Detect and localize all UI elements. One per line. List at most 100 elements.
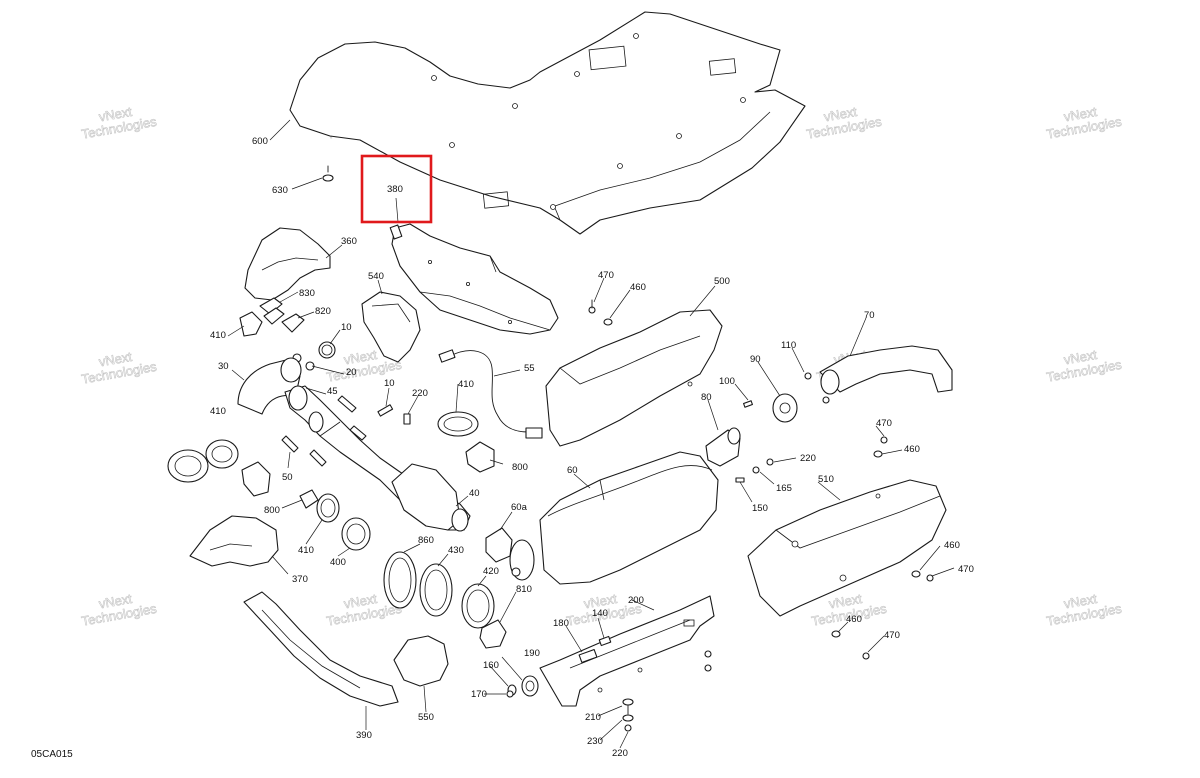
callout-60[interactable]: 60: [567, 465, 578, 476]
part-380-pipe-heat-shield[interactable]: [389, 223, 559, 335]
part-70-tailpipe[interactable]: [819, 345, 953, 395]
callout-470-b[interactable]: 470: [876, 418, 892, 429]
callout-55[interactable]: 55: [524, 363, 535, 374]
callout-70[interactable]: 70: [864, 310, 875, 321]
callout-190[interactable]: 190: [524, 648, 540, 659]
part-40-manifold[interactable]: [284, 385, 471, 532]
part-100-bolt[interactable]: [743, 400, 753, 408]
part-30-elbow-pipe[interactable]: [237, 357, 302, 415]
callout-550[interactable]: 550: [418, 712, 434, 723]
part-220-bolt[interactable]: [403, 413, 411, 425]
callout-370[interactable]: 370: [292, 574, 308, 585]
part-540-shield[interactable]: [361, 291, 421, 363]
callout-30[interactable]: 30: [218, 361, 229, 372]
part-410-band-clamp[interactable]: [167, 439, 239, 483]
callout-420[interactable]: 420: [483, 566, 499, 577]
part-150-bolt[interactable]: [735, 477, 745, 483]
part-860-ring[interactable]: [383, 551, 417, 609]
callout-540[interactable]: 540: [368, 271, 384, 282]
callout-600[interactable]: 600: [252, 136, 268, 147]
part-110-nut[interactable]: [804, 372, 830, 404]
callout-220-c[interactable]: 220: [612, 748, 628, 759]
part-170-nut[interactable]: [506, 690, 514, 698]
part-220-nut-bottom[interactable]: [624, 724, 632, 732]
callout-820[interactable]: 820: [315, 306, 331, 317]
callout-50[interactable]: 50: [282, 472, 293, 483]
callout-110[interactable]: 110: [781, 340, 796, 351]
callout-45[interactable]: 45: [327, 386, 338, 397]
callout-20[interactable]: 20: [346, 367, 357, 378]
callout-100[interactable]: 100: [719, 376, 735, 387]
callout-460-d[interactable]: 460: [846, 614, 862, 625]
callout-410-b[interactable]: 410: [458, 379, 474, 390]
callout-210[interactable]: 210: [585, 712, 601, 723]
callout-830[interactable]: 830: [299, 288, 315, 299]
callout-430[interactable]: 430: [448, 545, 464, 556]
part-45-spring[interactable]: [337, 395, 367, 441]
part-460-washer[interactable]: [603, 318, 613, 326]
callout-80[interactable]: 80: [701, 392, 712, 403]
callout-800-b[interactable]: 800: [264, 505, 280, 516]
callout-800-a[interactable]: 800: [512, 462, 528, 473]
part-600-heat-shield-panel[interactable]: [289, 11, 806, 235]
callout-630[interactable]: 630: [272, 185, 288, 196]
callout-60a[interactable]: 60a: [511, 502, 528, 513]
callout-470-c[interactable]: 470: [958, 564, 974, 575]
callout-180[interactable]: 180: [553, 618, 569, 629]
part-10-gasket-2[interactable]: [377, 404, 394, 417]
part-220-clamp[interactable]: [437, 411, 479, 437]
part-830-clip[interactable]: [259, 297, 285, 325]
part-630-fastener[interactable]: [322, 165, 334, 182]
part-60a-bracket[interactable]: [485, 527, 513, 563]
part-230-washer[interactable]: [622, 714, 634, 722]
part-10-gasket[interactable]: [318, 341, 336, 359]
callout-410-a[interactable]: 410: [210, 330, 226, 341]
callout-410-c[interactable]: 410: [210, 406, 226, 417]
callout-90[interactable]: 90: [750, 354, 761, 365]
part-500-muffler-shield[interactable]: [545, 309, 723, 447]
part-360-shield[interactable]: [244, 227, 331, 301]
part-200-bracket[interactable]: [539, 595, 715, 707]
part-410-clamp[interactable]: [239, 311, 263, 337]
callout-220-b[interactable]: 220: [800, 453, 816, 464]
part-550-shield[interactable]: [393, 635, 449, 687]
part-50-spring[interactable]: [281, 435, 327, 467]
part-220-bolt-right[interactable]: [752, 458, 774, 474]
part-180-pin[interactable]: [578, 648, 598, 664]
callout-510[interactable]: 510: [818, 474, 834, 485]
part-190-bushing[interactable]: [521, 675, 539, 697]
part-470-bolt[interactable]: [588, 299, 596, 314]
callout-390[interactable]: 390: [356, 730, 372, 741]
callout-40[interactable]: 40: [469, 488, 480, 499]
callout-500[interactable]: 500: [714, 276, 730, 287]
callout-170[interactable]: 170: [471, 689, 487, 700]
callout-860[interactable]: 860: [418, 535, 434, 546]
callout-360[interactable]: 360: [341, 236, 357, 247]
part-55-sensor[interactable]: [438, 349, 543, 439]
callout-810[interactable]: 810: [516, 584, 532, 595]
part-430-clamp[interactable]: [419, 563, 453, 617]
part-370-shield[interactable]: [189, 515, 279, 567]
callout-160[interactable]: 160: [483, 660, 499, 671]
callout-140[interactable]: 140: [592, 608, 608, 619]
callout-380[interactable]: 380: [387, 184, 403, 195]
part-80-pipe[interactable]: [705, 427, 741, 467]
callout-10-b[interactable]: 10: [384, 378, 395, 389]
callout-400[interactable]: 400: [330, 557, 346, 568]
callout-470-d[interactable]: 470: [884, 630, 900, 641]
part-800-gasket[interactable]: [241, 461, 271, 497]
callout-460-a[interactable]: 460: [630, 282, 646, 293]
part-210-bolt[interactable]: [622, 698, 634, 715]
callout-10-a[interactable]: 10: [341, 322, 352, 333]
part-810-gasket[interactable]: [479, 619, 507, 649]
part-140-bolt[interactable]: [598, 635, 612, 647]
part-90-gasket[interactable]: [772, 393, 798, 423]
callout-150[interactable]: 150: [752, 503, 768, 514]
callout-460-c[interactable]: 460: [944, 540, 960, 551]
callout-230[interactable]: 230: [587, 736, 603, 747]
part-460-washer-lower[interactable]: [831, 630, 870, 660]
part-460-washer-right[interactable]: [911, 570, 934, 582]
part-800-gasket-2[interactable]: [465, 441, 495, 473]
part-390-shield[interactable]: [243, 591, 399, 707]
callout-200[interactable]: 200: [628, 595, 644, 606]
